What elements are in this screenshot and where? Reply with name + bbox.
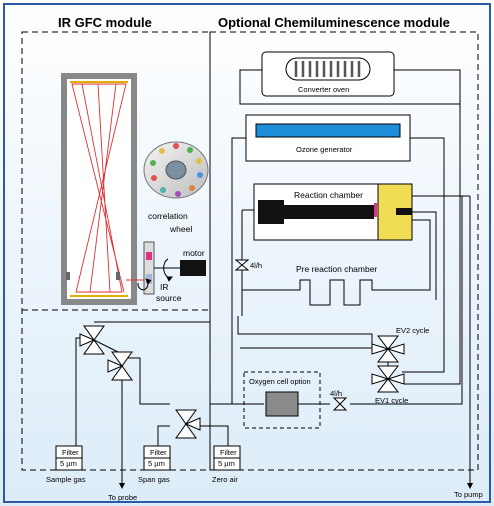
ir-label-1: IR <box>160 282 169 292</box>
reaction-chamber <box>253 183 413 241</box>
rotation-arrow <box>163 258 173 282</box>
source-arrow <box>137 278 152 291</box>
correlation-label-2: wheel <box>169 224 192 234</box>
flow-lines <box>75 69 473 489</box>
ir-module-box <box>21 31 211 471</box>
ev1-label: EV1 cycle <box>375 396 408 405</box>
flow-label-2: 4l/h <box>330 389 342 398</box>
pre-reaction-label: Pre reaction chamber <box>296 264 377 274</box>
correlation-wheel <box>143 141 209 199</box>
valve-ev1 <box>371 365 405 393</box>
flow-restrictor-1 <box>234 259 250 271</box>
reaction-label: Reaction chamber <box>294 190 363 200</box>
filter-zero-line2: 5 µm <box>218 459 235 468</box>
outer-frame <box>3 3 491 503</box>
filter-span-line1: Filter <box>150 448 167 457</box>
correlation-label-1: correlation <box>148 211 188 221</box>
to-probe-label: To probe <box>108 493 137 502</box>
valve-3 <box>175 409 201 439</box>
zero-air-label: Zero air <box>212 475 238 484</box>
flow-label-1: 4l/h <box>250 261 262 270</box>
oxygen-label: Oxygen cell option <box>249 377 311 386</box>
ir-label-2: source <box>156 293 182 303</box>
converter-label: Converter oven <box>298 85 349 94</box>
oxygen-cell-box <box>243 371 321 429</box>
ir-source <box>146 274 152 284</box>
valve-2 <box>107 351 133 381</box>
filter-sample-line1: Filter <box>62 448 79 457</box>
converter-oven <box>261 51 395 97</box>
ir-module-title: IR GFC module <box>58 15 152 30</box>
filter-span-line2: 5 µm <box>148 459 165 468</box>
motor <box>180 260 206 276</box>
to-pump-label: To pump <box>454 490 483 499</box>
sample-gas-label: Sample gas <box>46 475 86 484</box>
chopper-assembly <box>143 241 155 295</box>
filter-zero <box>213 445 241 471</box>
filter-zero-line1: Filter <box>220 448 237 457</box>
filter-sample <box>55 445 83 471</box>
filter-span <box>143 445 171 471</box>
ozone-generator <box>245 114 411 162</box>
valve-ev2 <box>371 335 405 363</box>
chemi-module-box <box>209 31 479 471</box>
chemi-module-title: Optional Chemiluminescence module <box>218 15 450 30</box>
motor-label: motor <box>183 248 205 258</box>
ozone-label: Ozone generator <box>296 145 353 154</box>
gas-cell <box>61 73 137 305</box>
span-gas-label: Span gas <box>138 475 170 484</box>
ev2-label: EV2 cycle <box>396 326 429 335</box>
oxygen-cell <box>265 391 299 417</box>
filter-sample-line2: 5 µm <box>60 459 77 468</box>
pre-reaction-chamber <box>242 219 431 306</box>
chopper-filter <box>146 252 152 260</box>
valve-1 <box>79 325 105 355</box>
flow-restrictor-2 <box>332 397 348 411</box>
